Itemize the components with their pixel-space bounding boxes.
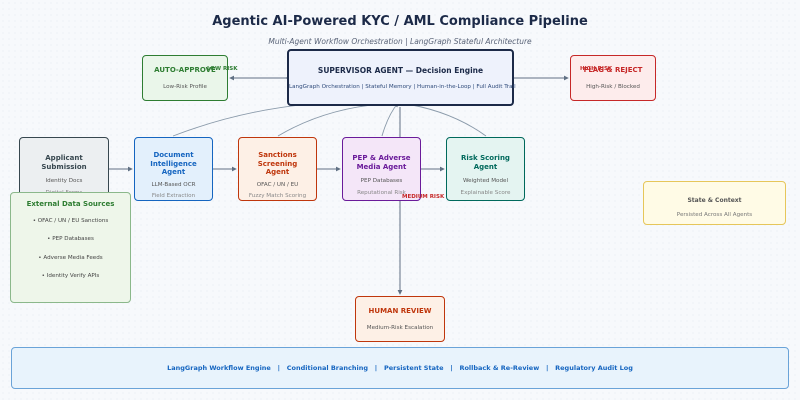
footer-capabilities-bar: LangGraph Workflow Engine | Conditional … xyxy=(11,347,789,389)
document-title-line3: Agent xyxy=(161,168,186,176)
risk-sub1: Weighted Model xyxy=(462,178,509,184)
sanctions-title-line3: Agent xyxy=(265,168,290,176)
supervisor-agent-node: SUPERVISOR AGENT — Decision Engine LangG… xyxy=(287,49,516,106)
edge-sanctions-supervisor xyxy=(277,100,399,137)
pep-adverse-media-agent-node: PEP & Adverse Media Agent PEP Databases … xyxy=(342,137,421,201)
diagram-subtitle: Multi-Agent Workflow Orchestration | Lan… xyxy=(268,37,532,46)
human-review-subtitle: Medium-Risk Escalation xyxy=(366,324,434,331)
state-context-node: State & Context Persisted Across All Age… xyxy=(643,181,786,225)
document-sub2: Field Extraction xyxy=(151,193,196,199)
sanctions-screening-agent-node: Sanctions Screening Agent OFAC / UN / EU… xyxy=(238,137,317,201)
external-item: • OFAC / UN / EU Sanctions xyxy=(32,217,109,224)
risk-title-line2: Agent xyxy=(473,162,498,171)
low-risk-label: LOW RISK xyxy=(207,66,238,72)
state-title: State & Context xyxy=(687,197,742,204)
document-title-line1: Document xyxy=(153,151,194,159)
sanctions-sub2: Fuzzy Match Scoring xyxy=(248,193,307,199)
risk-sub2: Explainable Score xyxy=(460,189,511,196)
edge-document-supervisor xyxy=(172,100,399,137)
external-title: External Data Sources xyxy=(26,200,115,208)
sanctions-title-line2: Screening xyxy=(257,159,298,168)
footer-text: LangGraph Workflow Engine | Conditional … xyxy=(167,364,633,372)
supervisor-title: SUPERVISOR AGENT — Decision Engine xyxy=(317,66,484,75)
pep-sub2: Reputational Risk xyxy=(357,189,406,196)
auto-approve-subtitle: Low-Risk Profile xyxy=(163,83,207,90)
applicant-sub1: Identity Docs xyxy=(45,178,83,184)
external-item: • PEP Databases xyxy=(47,236,94,242)
auto-approve-title: AUTO-APPROVE xyxy=(154,66,216,74)
state-subtitle: Persisted Across All Agents xyxy=(676,211,753,218)
document-title-line2: Intelligence xyxy=(150,159,197,168)
edge-risk-supervisor xyxy=(399,101,487,137)
pep-sub1: PEP Databases xyxy=(360,178,403,184)
high-risk-label: HIGH RISK xyxy=(580,66,613,72)
document-sub1: LLM-Based OCR xyxy=(151,181,196,188)
human-review-node: HUMAN REVIEW Medium-Risk Escalation xyxy=(355,296,445,342)
diagram-title: Agentic AI-Powered KYC / AML Compliance … xyxy=(212,14,588,29)
external-item: • Identity Verify APIs xyxy=(41,273,100,279)
document-intelligence-agent-node: Document Intelligence Agent LLM-Based OC… xyxy=(134,137,213,201)
applicant-title-line1: Applicant xyxy=(45,154,83,162)
human-review-title: HUMAN REVIEW xyxy=(368,307,432,315)
pep-title-line2: Media Agent xyxy=(356,162,407,171)
flag-reject-node: FLAG & REJECT High-Risk / Blocked xyxy=(570,55,656,101)
applicant-title-line2: Submission xyxy=(41,162,87,171)
flag-reject-subtitle: High-Risk / Blocked xyxy=(586,83,640,90)
medium-risk-label: MEDIUM RISK xyxy=(402,194,445,200)
sanctions-sub1: OFAC / UN / EU xyxy=(256,181,299,188)
supervisor-subtitle: LangGraph Orchestration | Stateful Memor… xyxy=(289,83,516,90)
risk-scoring-agent-node: Risk Scoring Agent Weighted Model Explai… xyxy=(446,137,525,201)
auto-approve-node: AUTO-APPROVE Low-Risk Profile xyxy=(142,55,228,101)
risk-title-line1: Risk Scoring xyxy=(461,154,510,162)
pep-title-line1: PEP & Adverse xyxy=(352,154,411,162)
external-item: • Adverse Media Feeds xyxy=(38,254,103,261)
external-data-sources-panel: External Data Sources • OFAC / UN / EU S… xyxy=(10,192,131,303)
flag-reject-title: FLAG & REJECT xyxy=(583,66,643,74)
sanctions-title-line1: Sanctions xyxy=(258,151,297,159)
edge-pep-supervisor xyxy=(381,102,399,137)
